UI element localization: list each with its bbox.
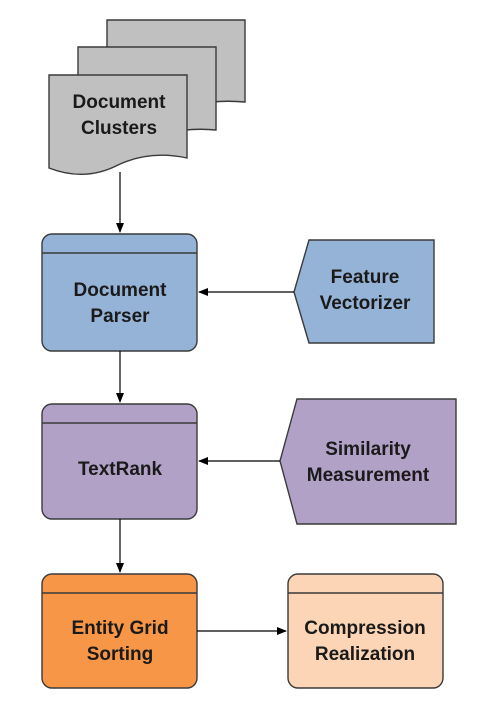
feature-vectorizer-label-line2: Vectorizer (320, 293, 411, 314)
textrank-label: TextRank (78, 459, 163, 480)
document-clusters-label-line2: Clusters (81, 118, 157, 139)
document-clusters-front-sheet (48, 74, 188, 176)
entity-grid-sorting-label-line1: Entity Grid (71, 618, 168, 639)
node-entity-grid-sorting: Entity Grid Sorting (41, 573, 198, 689)
document-parser-label-line2: Parser (90, 306, 150, 327)
document-parser-label-line1: Document (74, 280, 168, 301)
entity-grid-sorting-label-line2: Sorting (87, 644, 154, 665)
similarity-measurement-label-line1: Similarity (325, 439, 411, 460)
similarity-measurement-label-line2: Measurement (307, 465, 430, 486)
similarity-measurement-shape (279, 398, 457, 525)
feature-vectorizer-shape (293, 239, 435, 344)
node-similarity-measurement: Similarity Measurement (279, 398, 457, 525)
node-textrank: TextRank (41, 403, 198, 520)
node-document-clusters: Document Clusters (48, 19, 246, 176)
compression-realization-box (287, 573, 444, 689)
node-document-parser: Document Parser (41, 233, 198, 352)
node-compression-realization: Compression Realization (287, 573, 444, 689)
node-feature-vectorizer: Feature Vectorizer (293, 239, 435, 344)
edges (116, 172, 294, 635)
compression-realization-label-line1: Compression (304, 618, 425, 639)
compression-realization-label-line2: Realization (315, 644, 415, 665)
feature-vectorizer-label-line1: Feature (331, 267, 400, 288)
document-clusters-label-line1: Document (73, 92, 167, 113)
